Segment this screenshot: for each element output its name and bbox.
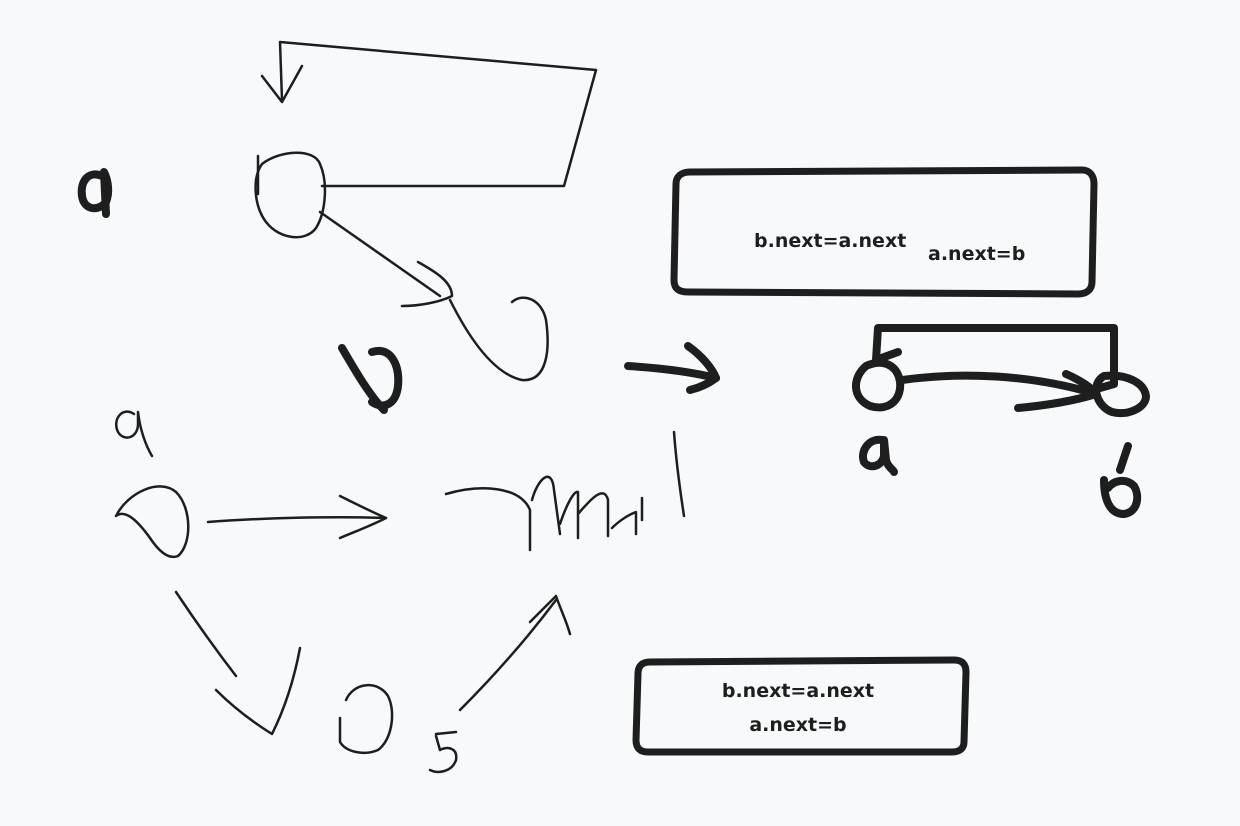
node-a-bottom [114,485,190,559]
result-node-a [852,358,905,412]
loop-arrow [278,40,598,188]
note-box-top-border [670,166,1098,298]
note-bottom-line2: a.next=b [749,714,846,736]
note-box-bottom-border [632,656,970,756]
bottom-left-sketch [114,410,686,774]
label-b-bottom [428,730,458,774]
transition-arrow-shaft [624,362,720,382]
label-a-top [77,168,113,218]
arrow-a-to-b [318,210,442,298]
note-top-line1: b.next=a.next [754,230,906,252]
arrow-a-down [174,590,302,736]
result-forward-line [898,371,1100,398]
arrow-a-to-null-head [338,494,388,540]
arrow-a-to-null [206,515,388,524]
result-label-b [1100,442,1142,518]
note-box-top: b.next=a.next a.next=b [670,166,1098,298]
label-a-bottom [115,410,154,458]
null-scribble [444,430,686,552]
arrow-a-to-b-head [400,260,454,308]
transition-arrow [624,342,720,394]
note-top-line2: a.next=b [928,243,1025,265]
transition-arrow-head [684,342,720,394]
arrow-b-to-null [458,598,558,712]
result-back-line [872,324,1118,392]
loop-arrowhead [260,64,304,104]
node-a-top [254,151,327,239]
node-b-top [448,296,549,382]
note-box-bottom: b.next=a.next a.next=b [632,656,970,756]
result-node-b [1092,371,1150,417]
top-left-sketch [77,40,598,414]
result-sketch [852,324,1150,518]
node-b-bottom [338,684,394,754]
note-bottom-line1: b.next=a.next [722,680,874,702]
label-b-top [338,344,403,414]
arrow-b-to-null-head [528,594,572,636]
result-label-a [859,435,898,476]
